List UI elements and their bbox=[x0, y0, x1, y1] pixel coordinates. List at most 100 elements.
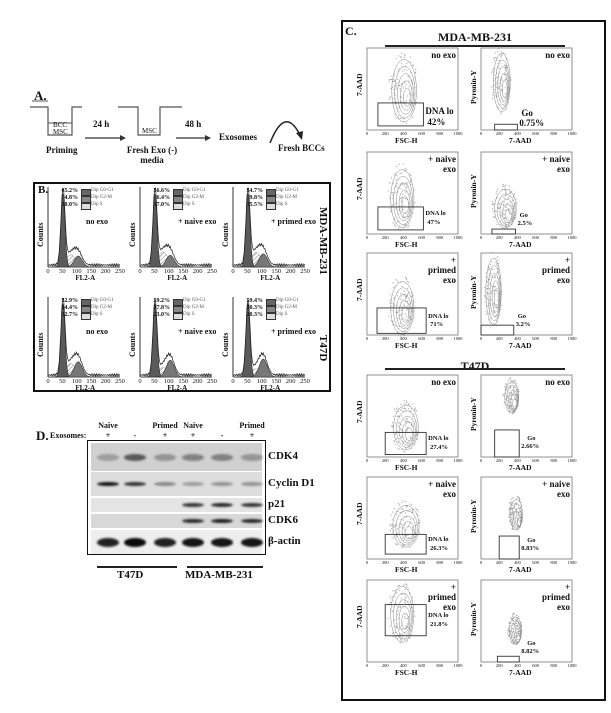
event-dot bbox=[495, 257, 497, 259]
event-dot bbox=[508, 392, 510, 394]
event-dot bbox=[406, 638, 408, 640]
condition-label: + naive exo bbox=[178, 217, 217, 226]
event-dot bbox=[406, 584, 408, 586]
event-dot bbox=[405, 418, 407, 420]
event-dot bbox=[394, 113, 396, 115]
event-dot bbox=[392, 192, 394, 194]
condition-label: + primed exo bbox=[542, 255, 570, 285]
y-axis-label: Pyronin-Y bbox=[469, 275, 478, 309]
x-tick-label: 600 bbox=[532, 663, 539, 668]
event-dot bbox=[408, 92, 411, 94]
gate-rectangle bbox=[494, 123, 518, 131]
event-dot bbox=[399, 636, 401, 638]
event-dot bbox=[406, 430, 408, 432]
event-dot bbox=[406, 187, 408, 189]
event-dot bbox=[402, 225, 404, 227]
x-tick-label: 200 bbox=[495, 235, 503, 240]
event-dot bbox=[403, 451, 405, 453]
event-dot bbox=[515, 501, 517, 503]
event-dot bbox=[509, 507, 511, 509]
x-tick-label: 0 bbox=[365, 131, 369, 136]
contour-line bbox=[398, 300, 411, 326]
event-dot bbox=[403, 53, 405, 55]
gate-name: Go bbox=[521, 108, 533, 118]
histogram-plot bbox=[232, 297, 306, 378]
event-dot bbox=[514, 619, 516, 621]
7aad-vs-fsc-plot bbox=[366, 252, 459, 338]
x-tick-label: 800 bbox=[550, 336, 558, 341]
event-dot bbox=[397, 448, 399, 450]
protein-band bbox=[182, 482, 204, 486]
event-dot bbox=[406, 62, 408, 65]
event-dot bbox=[391, 527, 393, 530]
gate-rectangle bbox=[384, 431, 427, 455]
event-dot bbox=[405, 423, 407, 425]
event-dot bbox=[507, 628, 509, 630]
event-dot bbox=[505, 383, 507, 385]
gate-name: Go bbox=[527, 435, 536, 442]
event-dot bbox=[492, 67, 495, 69]
event-dot bbox=[390, 177, 392, 179]
protein-band bbox=[211, 503, 233, 507]
protein-band bbox=[211, 519, 233, 523]
histogram-plot bbox=[139, 297, 213, 378]
event-dot bbox=[510, 502, 512, 504]
event-dot bbox=[410, 411, 412, 413]
event-dot bbox=[489, 268, 491, 270]
event-dot bbox=[509, 398, 511, 400]
event-dot bbox=[401, 593, 403, 596]
event-dot bbox=[514, 502, 516, 504]
event-dot bbox=[484, 295, 486, 297]
event-dot bbox=[510, 499, 512, 501]
cell-line-header: T47D bbox=[460, 359, 490, 373]
event-dot bbox=[389, 97, 391, 99]
event-dot bbox=[514, 393, 517, 395]
legend-entry: Dip G2-M bbox=[183, 305, 204, 310]
event-dot bbox=[502, 205, 505, 207]
workflow-diagram bbox=[30, 100, 303, 144]
gate-name: Go bbox=[519, 212, 528, 219]
x-tick-label: 200 bbox=[495, 560, 503, 565]
protein-band bbox=[182, 537, 204, 547]
event-dot bbox=[407, 293, 409, 295]
plot-frame bbox=[480, 252, 573, 336]
event-dot bbox=[394, 443, 396, 445]
event-dot bbox=[495, 304, 497, 306]
event-dot bbox=[419, 519, 421, 521]
event-dot bbox=[393, 92, 395, 94]
event-dot bbox=[515, 628, 517, 630]
x-tick-label: 250 bbox=[115, 268, 125, 275]
histogram-plot bbox=[139, 187, 213, 268]
event-dot bbox=[512, 528, 514, 531]
event-dot bbox=[516, 621, 518, 623]
protein-label: Cyclin D1 bbox=[268, 477, 315, 489]
event-dot bbox=[395, 602, 397, 604]
event-dot bbox=[515, 198, 517, 200]
histogram-outline bbox=[47, 298, 121, 378]
histogram-plot bbox=[47, 297, 121, 378]
contour-line bbox=[514, 628, 521, 643]
contour-line bbox=[496, 193, 516, 227]
legend-entry: Dip G2-M bbox=[91, 195, 112, 200]
event-dot bbox=[405, 597, 407, 599]
event-dot bbox=[389, 300, 391, 302]
event-dot bbox=[404, 602, 406, 604]
event-dot bbox=[500, 212, 502, 214]
event-dot bbox=[499, 202, 501, 205]
event-dot bbox=[408, 303, 411, 305]
x-tick-label: 250 bbox=[300, 268, 310, 275]
x-axis-label: FL2-A bbox=[75, 384, 96, 392]
event-dot bbox=[389, 96, 392, 98]
event-dot bbox=[409, 56, 411, 58]
cell-line-label: MDA-MB-231 bbox=[317, 207, 329, 275]
y-axis-label: Counts bbox=[221, 332, 230, 357]
event-dot bbox=[498, 59, 500, 62]
event-dot bbox=[504, 186, 506, 188]
event-dot bbox=[515, 390, 517, 392]
event-dot bbox=[513, 623, 515, 625]
g2m-peak bbox=[48, 255, 120, 268]
event-dot bbox=[394, 408, 396, 410]
x-tick-label: 200 bbox=[495, 458, 503, 463]
event-dot bbox=[398, 628, 400, 630]
event-dot bbox=[484, 296, 486, 298]
